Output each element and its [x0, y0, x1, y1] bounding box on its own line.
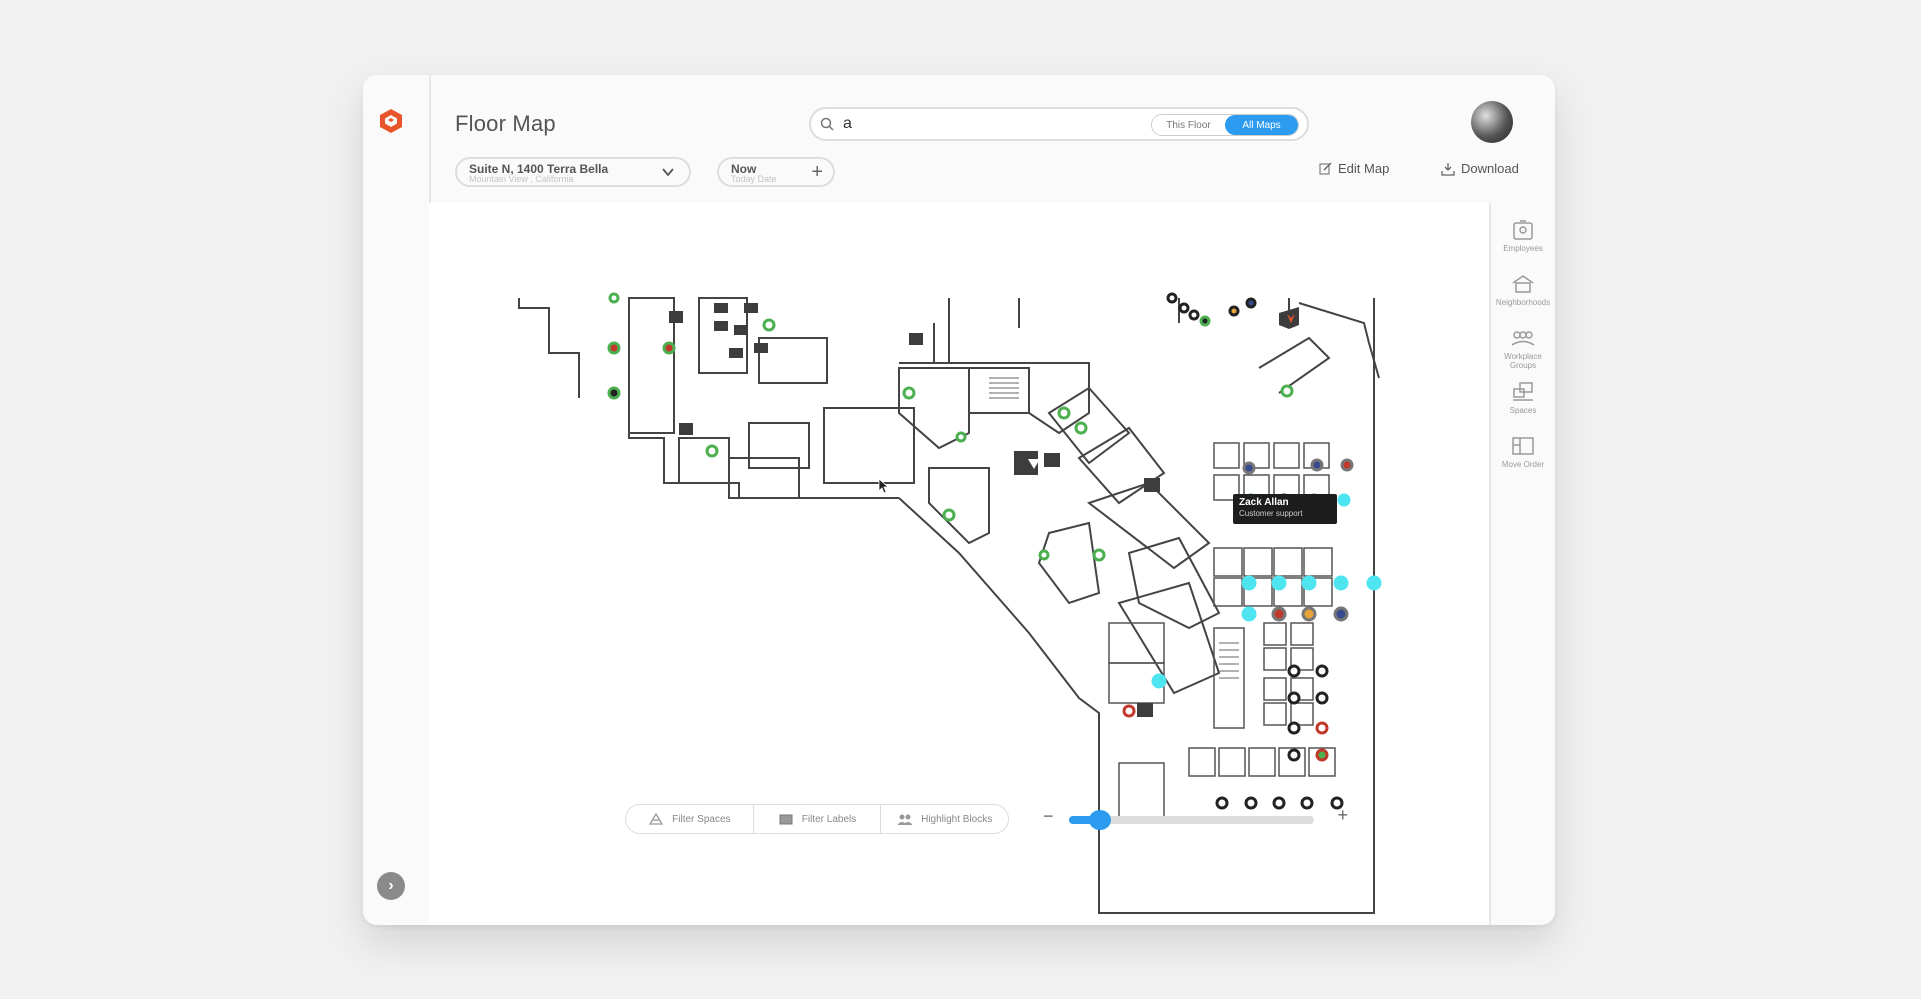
user-avatar[interactable]: [1471, 101, 1513, 143]
time-select[interactable]: Now Today Date +: [717, 157, 835, 187]
scope-this-floor-option[interactable]: This Floor: [1152, 115, 1225, 135]
zoom-out-button[interactable]: −: [1043, 806, 1054, 826]
rail-item-workplace-groups[interactable]: Workplace Groups: [1491, 327, 1555, 370]
location-select[interactable]: Suite N, 1400 Terra Bella Mountain View …: [455, 157, 691, 187]
app-window: › Floor Map a This Floor All Maps Suite …: [363, 75, 1555, 925]
zoom-slider-track[interactable]: [1069, 810, 1314, 830]
rail-item-neighborhoods[interactable]: Neighborhoods: [1491, 273, 1555, 307]
edit-map-button[interactable]: Edit Map: [1319, 161, 1389, 176]
neighborhood-icon: [1512, 275, 1534, 293]
rail-item-neighborhoods-label: Neighborhoods: [1495, 298, 1551, 307]
time-sub-label: Today Date: [731, 174, 777, 184]
floor-plan-drawing[interactable]: [429, 203, 1489, 925]
tooltip-role: Customer support: [1239, 509, 1303, 518]
add-time-icon[interactable]: +: [811, 161, 823, 183]
tooltip-name: Zack Allan: [1239, 497, 1289, 508]
highlight-blocks-button[interactable]: Highlight Blocks: [880, 805, 1008, 833]
zoom-slider-fill: [1069, 816, 1100, 824]
search-input[interactable]: a: [843, 115, 852, 132]
highlight-blocks-label: Highlight Blocks: [921, 813, 993, 825]
desk-icon: [1513, 382, 1533, 401]
expand-sidebar-button[interactable]: ›: [377, 872, 405, 900]
download-label: Download: [1461, 161, 1519, 176]
edit-map-label: Edit Map: [1338, 161, 1390, 176]
filter-spaces-label: Filter Spaces: [672, 813, 731, 825]
header: Floor Map a This Floor All Maps Suite N,…: [429, 75, 1555, 200]
search-icon: [820, 117, 834, 131]
zoom-control: − +: [1043, 805, 1348, 830]
employee-badge-icon: [1513, 220, 1533, 240]
mouse-cursor-icon: [878, 478, 890, 494]
map-filter-bar: Filter Spaces Filter Labels Highlight Bl…: [625, 804, 1009, 834]
rail-item-workplace-groups-label: Workplace Groups: [1504, 352, 1542, 370]
move-order-icon: [1512, 437, 1534, 455]
rail-item-employees-label: Employees: [1503, 244, 1543, 253]
zoom-in-button[interactable]: +: [1337, 805, 1348, 825]
search-scope-toggle[interactable]: This Floor All Maps: [1151, 114, 1299, 136]
edit-icon: [1319, 162, 1332, 175]
rail-item-employees[interactable]: Employees: [1491, 219, 1555, 253]
download-icon: [1441, 162, 1455, 176]
filter-labels-icon: [779, 814, 793, 825]
chevron-right-icon: ›: [388, 877, 394, 894]
location-city: Mountain View , California: [469, 174, 574, 184]
filter-spaces-button[interactable]: Filter Spaces: [626, 805, 753, 833]
people-icon: [897, 814, 913, 826]
page-title: Floor Map: [455, 111, 556, 136]
rail-item-spaces[interactable]: Spaces: [1491, 381, 1555, 415]
filter-labels-button[interactable]: Filter Labels: [752, 805, 881, 833]
filter-spaces-icon: [649, 812, 664, 825]
zoom-slider-handle[interactable]: [1088, 810, 1111, 830]
location-name: Suite N, 1400 Terra Bella: [469, 162, 609, 176]
app-logo-icon[interactable]: [377, 107, 405, 135]
rail-item-move-order[interactable]: Move Order: [1491, 435, 1555, 469]
download-button[interactable]: Download: [1441, 161, 1519, 176]
group-icon: [1511, 331, 1535, 346]
employee-tooltip: Zack Allan Customer support: [1233, 494, 1337, 524]
filter-labels-label: Filter Labels: [801, 813, 857, 825]
rail-item-spaces-label: Spaces: [1509, 406, 1537, 415]
rail-item-move-order-label: Move Order: [1501, 460, 1545, 469]
right-rail: Employees Neighborhoods Workplace Groups: [1489, 203, 1555, 925]
time-label: Now: [731, 162, 757, 176]
search-bar[interactable]: a This Floor All Maps: [809, 107, 1309, 141]
scope-all-maps-option[interactable]: All Maps: [1225, 115, 1298, 135]
left-rail: ›: [363, 75, 431, 925]
chevron-down-icon: [662, 168, 674, 177]
